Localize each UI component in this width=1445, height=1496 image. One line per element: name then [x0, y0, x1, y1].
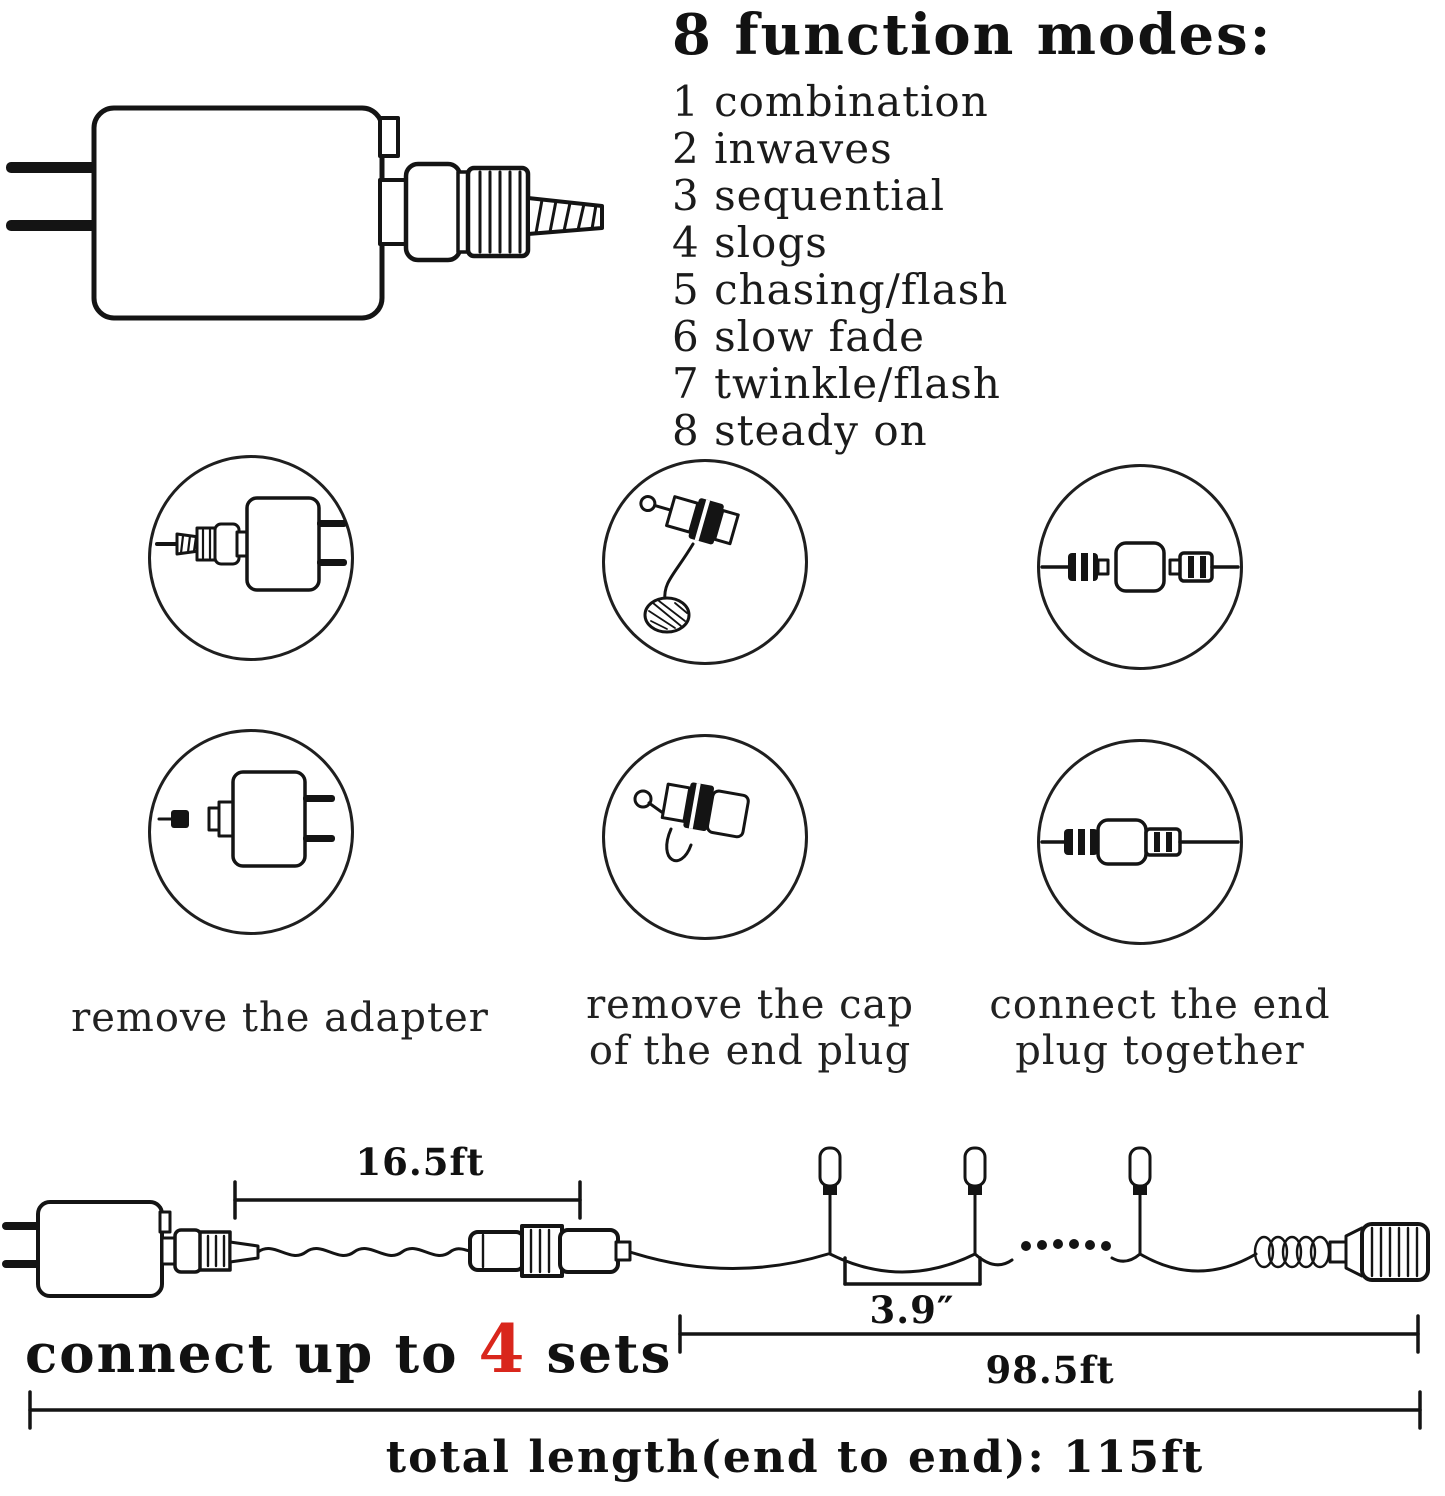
mode-item-2: 2 inwaves	[672, 124, 893, 173]
continuation-dots	[1021, 1239, 1111, 1251]
power-adapter-icon	[6, 105, 604, 321]
lead-length-bracket	[233, 1180, 582, 1220]
connect-note-after: sets	[546, 1323, 673, 1385]
screw-coupler-icon	[468, 1224, 632, 1278]
lit-length-label: 98.5ft	[985, 1348, 1115, 1392]
lit-length-bracket	[678, 1314, 1420, 1354]
caption-remove-adapter: remove the adapter	[30, 995, 530, 1041]
mode-item-1: 1 combination	[672, 77, 989, 126]
mode-item-4: 4 slogs	[672, 218, 828, 267]
total-length-bracket	[28, 1390, 1422, 1430]
end-plug-with-cap-icon	[602, 459, 808, 665]
bulb-spacing-label: 3.9″	[869, 1288, 955, 1332]
caption-text-line2: of the end plug	[588, 1028, 912, 1074]
end-plugs-apart-icon	[1037, 464, 1243, 670]
end-plugs-connected-icon	[1037, 739, 1243, 945]
bulb-spacing-bracket	[843, 1256, 982, 1286]
mode-item-6: 6 slow fade	[672, 312, 925, 361]
adapter-with-plug-icon	[148, 455, 354, 661]
mode-item-3: 3 sequential	[672, 171, 946, 220]
adapter-removed-icon	[148, 729, 354, 935]
end-plug-icon	[1328, 1222, 1430, 1282]
caption-connect-plug: connect the end plug together	[955, 982, 1365, 1074]
plug-adapter-icon	[2, 1200, 260, 1298]
bulb-icon	[963, 1146, 987, 1256]
caption-remove-cap: remove the cap of the end plug	[545, 982, 955, 1074]
mode-item-5: 5 chasing/flash	[672, 265, 1009, 314]
caption-text-line1: remove the cap	[586, 982, 914, 1028]
mode-item-7: 7 twinkle/flash	[672, 359, 1001, 408]
total-length-label: total length(end to end): 115ft	[385, 1432, 1205, 1483]
mode-item-8: 8 steady on	[672, 406, 928, 455]
coiled-wire-icon	[1253, 1235, 1331, 1269]
light-string-diagram	[2, 1146, 1430, 1430]
lead-length-label: 16.5ft	[355, 1140, 485, 1184]
caption-text-line1: connect the end	[989, 982, 1331, 1028]
lead-wire	[256, 1247, 472, 1257]
bulb-icon	[818, 1146, 842, 1256]
caption-text: remove the adapter	[71, 995, 489, 1041]
connect-note-before: connect up to	[25, 1323, 459, 1385]
function-modes-title: 8 function modes:	[672, 2, 1273, 68]
caption-text-line2: plug together	[1015, 1028, 1305, 1074]
function-modes-panel: 8 function modes: 1 combination 2 inwave…	[672, 2, 1412, 454]
bulb-icon	[1128, 1146, 1152, 1256]
connect-sets-count: 4	[478, 1310, 527, 1388]
end-plug-cap-removed-icon	[602, 734, 808, 940]
connect-sets-note: connect up to 4 sets	[25, 1310, 672, 1388]
